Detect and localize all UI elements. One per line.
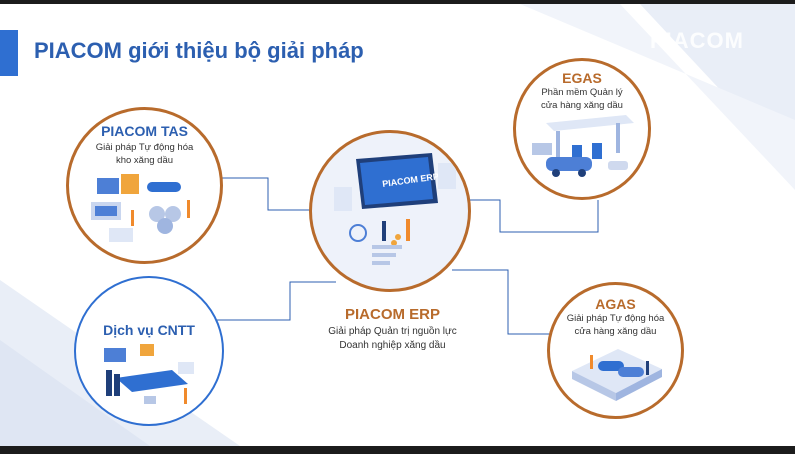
automated-station-illustration <box>572 349 662 401</box>
erp-illustration: PIACOM ERP <box>334 153 456 265</box>
solution-egas-desc-line1: Phần mềm Quản lý <box>541 87 623 98</box>
connector-tas-erp <box>222 177 312 211</box>
connector-egas-erp <box>468 199 599 233</box>
solution-cntt-title: Dịch vụ CNTT <box>103 322 195 338</box>
solution-egas-title: EGAS <box>562 70 602 86</box>
connector-agas-erp <box>452 269 550 335</box>
solution-agas-title: AGAS <box>595 296 636 312</box>
solution-tas-desc-line2: kho xăng dầu <box>115 155 174 166</box>
gas-station-illustration <box>532 115 634 177</box>
solution-erp-description: Giải pháp Quản trị nguồn lực Doanh nghiệ… <box>300 325 485 353</box>
solution-agas-description: Giải pháp Tự động hóa cửa hàng xăng dầu <box>558 312 673 338</box>
solution-tas-circle[interactable]: PIACOM TAS Giải pháp Tự động hóa kho xăn… <box>66 107 223 264</box>
solution-agas-desc-line1: Giải pháp Tự động hóa <box>566 313 665 324</box>
page-title: PIACOM giới thiệu bộ giải pháp <box>34 38 364 63</box>
solution-erp-desc-line2: Doanh nghiệp xăng dầu <box>339 340 446 351</box>
solution-tas-title: PIACOM TAS <box>101 123 188 139</box>
connector-cntt-erp <box>215 281 336 321</box>
title-accent-block <box>0 30 18 76</box>
solution-egas-circle[interactable]: EGAS Phần mềm Quản lý cửa hàng xăng dầu <box>513 58 651 200</box>
solution-erp-desc-line1: Giải pháp Quản trị nguồn lực <box>328 326 457 337</box>
solution-erp-title: PIACOM ERP <box>344 306 440 323</box>
solution-tas-desc-line1: Giải pháp Tự động hóa <box>95 142 194 153</box>
solution-egas-description: Phần mềm Quản lý cửa hàng xăng dầu <box>524 86 640 112</box>
solution-tas-description: Giải pháp Tự động hóa kho xăng dầu <box>77 141 212 167</box>
fuel-depot-illustration <box>91 174 190 242</box>
brand-logo-text: PIACOM <box>650 28 744 53</box>
top-bar <box>0 0 795 4</box>
solution-cntt-circle[interactable]: Dịch vụ CNTT <box>74 276 224 426</box>
it-services-illustration <box>104 344 194 404</box>
solution-egas-desc-line2: cửa hàng xăng dầu <box>541 100 623 111</box>
bottom-bar <box>0 446 795 454</box>
solution-erp-label: PIACOM ERP Giải pháp Quản trị nguồn lực … <box>300 306 485 353</box>
solution-agas-circle[interactable]: AGAS Giải pháp Tự động hóa cửa hàng xăng… <box>547 282 684 419</box>
solution-erp-circle[interactable]: PIACOM ERP <box>309 130 471 292</box>
solution-agas-desc-line2: cửa hàng xăng dầu <box>574 326 657 337</box>
